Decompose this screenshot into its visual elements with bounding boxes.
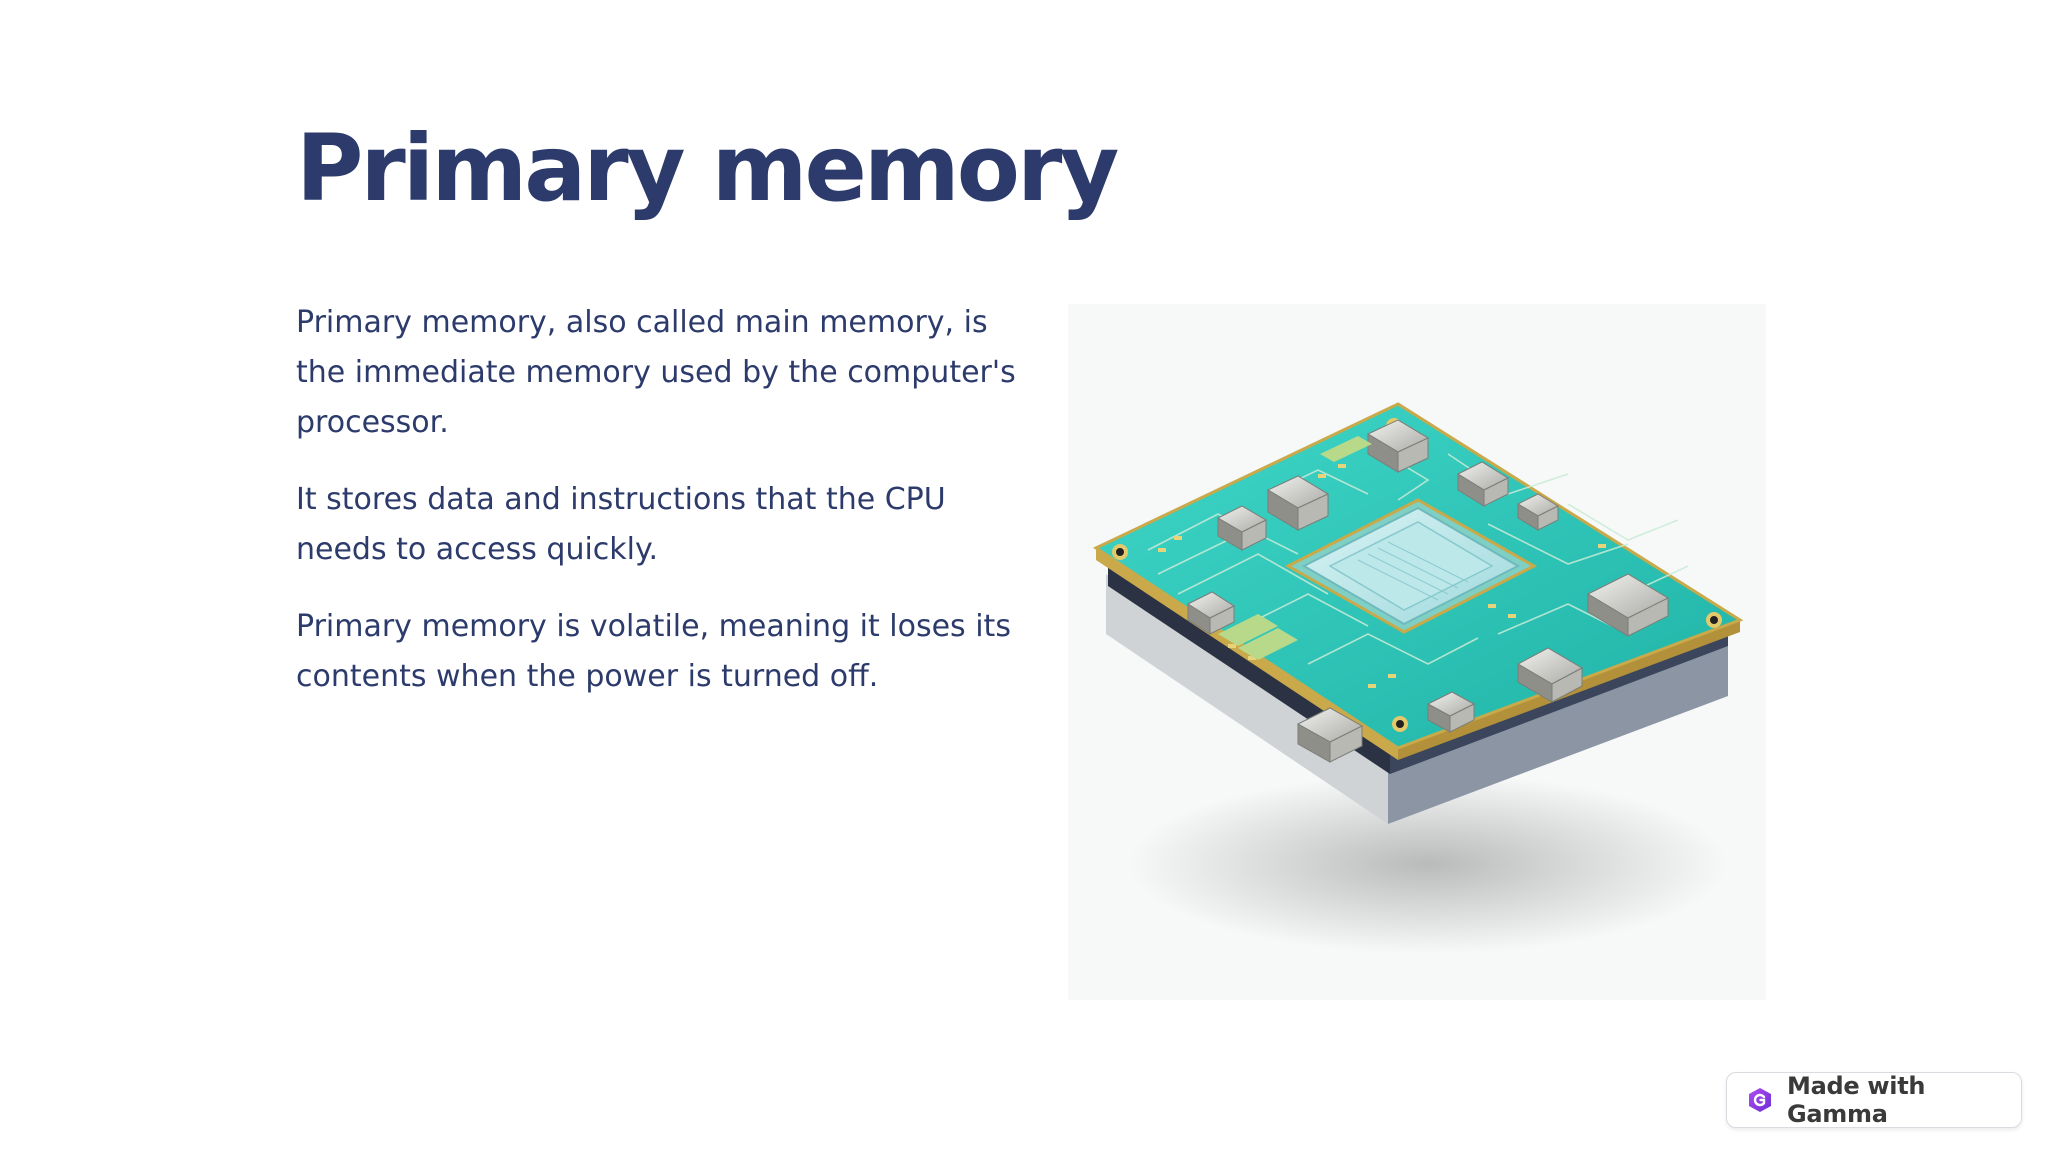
paragraph-2: It stores data and instructions that the… <box>296 482 946 567</box>
paragraph-1: Primary memory, also called main memory,… <box>296 305 1016 440</box>
paragraph-3: Primary memory is volatile, meaning it l… <box>296 609 1011 694</box>
gamma-logo-icon <box>1747 1087 1773 1113</box>
circuit-board-illustration <box>1092 402 1744 954</box>
slide-title: Primary memory <box>296 115 1119 222</box>
slide-body: Primary memory, also called main memory,… <box>296 298 1016 729</box>
badge-label: Made with Gamma <box>1787 1072 1926 1128</box>
made-with-gamma-badge[interactable]: Made with Gamma <box>1726 1072 2022 1128</box>
circuit-board-image <box>1068 304 1766 1000</box>
